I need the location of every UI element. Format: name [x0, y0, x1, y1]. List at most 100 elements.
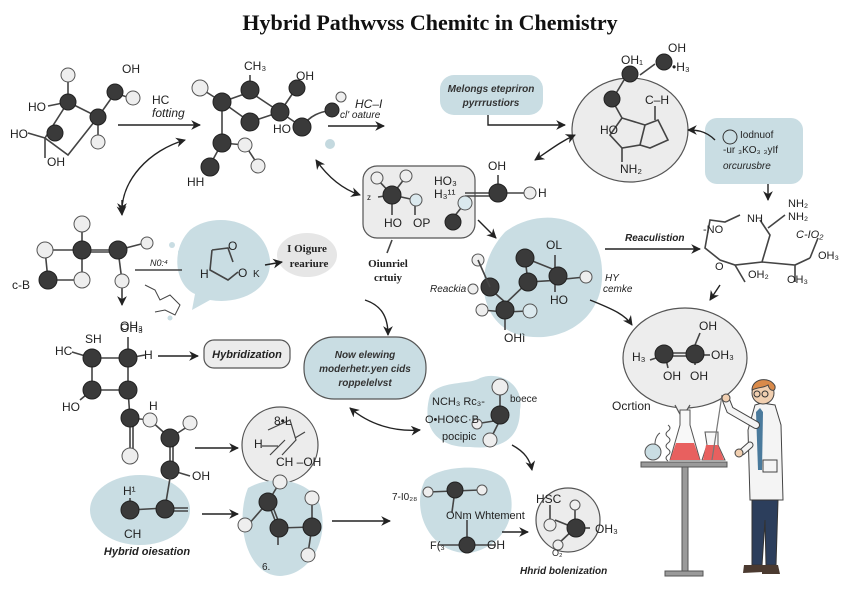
- label-m13-0: 6.: [262, 562, 270, 573]
- label-m11-1: H: [254, 437, 263, 451]
- molecule-m17: OH H₃ OH₃ OH OH: [632, 319, 734, 383]
- label-m11-0: 8•L: [274, 414, 292, 428]
- arrow-m8-down: [709, 284, 721, 301]
- label-m8-8: OH₃: [787, 274, 808, 286]
- label-iodnuof-3: orcurusbre: [723, 161, 771, 172]
- label-m2-3: HH: [187, 175, 204, 189]
- label-m9-1: SH: [85, 332, 102, 346]
- label-m5-2: O: [238, 266, 247, 280]
- lab-table: [640, 461, 728, 577]
- label-m1-3: OH: [47, 155, 65, 169]
- label-m9-2: OH₃: [120, 321, 143, 335]
- label-m16-1: OH₃: [595, 522, 618, 536]
- molecule-m12: H¹ CH: [120, 477, 188, 541]
- molecule-m2: CH₃ OH HO HH: [187, 59, 347, 189]
- label-m2-2: HO: [273, 122, 291, 136]
- label-m17-2: OH₃: [711, 348, 734, 362]
- label-m4-1: OH₃: [120, 319, 143, 333]
- arrow-oiunriel-down: [364, 299, 393, 336]
- label-m12-0: H¹: [123, 484, 136, 498]
- erlenmeyer-flask: [669, 409, 701, 461]
- label-oigure-2: reariure: [290, 258, 329, 270]
- bubble-oigure: [277, 233, 337, 277]
- label-oiunriel-1: Oiunriel: [368, 258, 408, 270]
- label-m9-3: H: [144, 348, 153, 362]
- label-ocrtion: Ocrtion: [612, 399, 651, 413]
- label-m8-7: OH₃: [818, 250, 839, 262]
- arrow-curve-m2-m6: [315, 159, 361, 197]
- molecule-m11: 8•L H CH –OH: [254, 414, 321, 469]
- label-m6-1: HO: [384, 216, 402, 230]
- label-oigure-1: I Oigure: [287, 243, 327, 255]
- scientist: [721, 379, 784, 574]
- label-reaculistion: Reaculistion: [625, 233, 684, 244]
- label-m15-2: OH: [487, 538, 505, 552]
- label-m15-0: 7-I0₂₈: [392, 492, 417, 503]
- label-m17-0: OH: [699, 319, 717, 333]
- label-hc-i: HC–I: [355, 97, 383, 111]
- label-m12-1: CH: [124, 527, 141, 541]
- label-m15-1: F(₃: [430, 540, 445, 552]
- arrow-m6-m7: [477, 219, 497, 239]
- label-m9-0: HC: [55, 344, 73, 358]
- label-hybrid-oiesation: Hybrid oiesation: [104, 546, 190, 558]
- beaker: [701, 394, 726, 461]
- label-m8-5: OH₂: [748, 269, 769, 281]
- lab-scene: [640, 379, 784, 577]
- molecule-m16: HSC OH₃ O₂: [536, 492, 618, 558]
- label-m7-0: OL: [546, 238, 562, 252]
- label-m8-1: NH: [747, 213, 763, 225]
- molecule-m3: OH₁ OH •H₃ C–H HO NH₂: [600, 41, 690, 176]
- arrow-curve-m1: [116, 137, 186, 216]
- label-m1-2: HO: [10, 127, 28, 141]
- label-m14-0: NCH₃ Rc₃-: [432, 396, 485, 408]
- label-hc: HC: [152, 93, 170, 107]
- label-m6-6: H: [538, 186, 547, 200]
- label-nm-whtement: ONm Whtement: [446, 510, 525, 522]
- box-now-elewing: [303, 336, 427, 400]
- arrow-melongs: [487, 115, 566, 130]
- label-now-elewing-2: moderhetr.yen cids: [319, 364, 411, 375]
- arrow-m6-m3: [534, 134, 576, 161]
- label-cemke: cemke: [603, 284, 633, 295]
- arrow-m7-m17: [589, 299, 633, 326]
- blob-m15: [420, 467, 512, 554]
- label-m5-3: K: [253, 269, 260, 280]
- label-melongs-2: pyrrrustiors: [462, 98, 520, 109]
- label-m6-5: OH: [488, 159, 506, 173]
- label-m3-1: OH: [668, 41, 686, 55]
- label-m7-2: OHì: [504, 331, 525, 345]
- arrows-layer: [116, 115, 773, 537]
- label-m7-1: HO: [550, 293, 568, 307]
- diagram-title: Hybrid Pathwvss Chemitc in Chemistry: [242, 10, 618, 35]
- label-now-elewing-3: roppelelvst: [338, 378, 392, 389]
- box-hybridization: [203, 339, 291, 369]
- bubble-m5: [177, 220, 271, 310]
- arrow-curve-now-m14: [349, 407, 421, 436]
- label-pocipic: pocipic: [442, 431, 477, 443]
- label-hybridization: Hybridization: [212, 349, 282, 361]
- arrow-m5-oigure: [264, 258, 283, 269]
- molecule-m9: HC SH OH₃ H HO H: [55, 321, 198, 480]
- label-m9-4: HO: [62, 400, 80, 414]
- label-hybrid-bolenization: Hhrid bolenization: [520, 566, 607, 577]
- bubble-m16: [535, 487, 601, 553]
- label-m17-1: H₃: [632, 350, 646, 364]
- label-m14-2: boece: [510, 394, 538, 405]
- label-m2-1: OH: [296, 69, 314, 83]
- label-m17-3: OH: [663, 369, 681, 383]
- label-m14-1: O•HO¢C·B: [425, 414, 479, 426]
- label-m3-0: OH₁: [621, 53, 643, 67]
- label-m6-3: HO₃: [434, 174, 457, 188]
- label-m6-2: OP: [413, 216, 430, 230]
- label-m3-4: HO: [600, 123, 618, 137]
- round-flask: [644, 432, 662, 461]
- label-m8-4: O: [715, 261, 724, 273]
- label-m16-2: O₂: [552, 548, 563, 558]
- label-m16-0: HSC: [536, 492, 562, 506]
- label-m8-3: -NO: [703, 224, 724, 236]
- coil-condenser: [665, 424, 671, 462]
- label-hy: HY: [605, 273, 620, 284]
- label-m9-5: H: [149, 399, 158, 413]
